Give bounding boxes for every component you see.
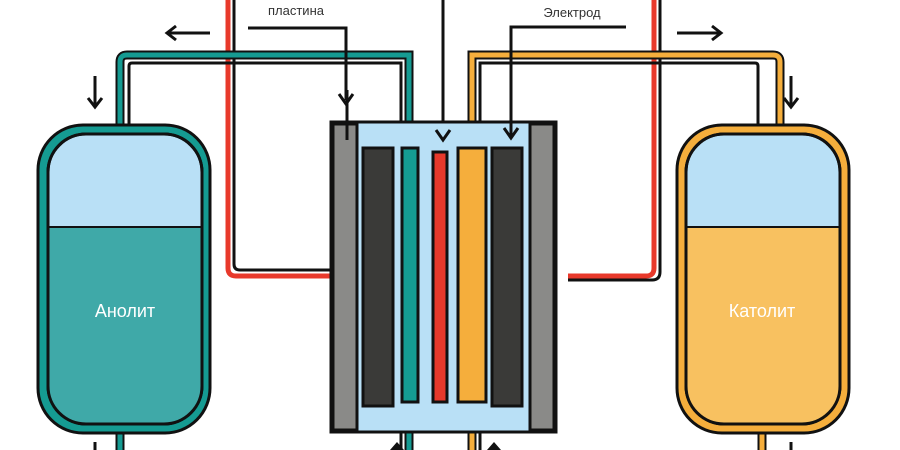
cell-stack — [329, 90, 558, 434]
catholyte-liquid — [686, 227, 840, 424]
catholyte-pipe — [467, 50, 785, 450]
anode-felt — [400, 146, 420, 404]
cathode-felt — [456, 146, 488, 404]
flow-left-arrow — [164, 24, 210, 42]
membrane — [431, 150, 449, 404]
label-leaders — [248, 25, 626, 143]
anolyte-pipe — [115, 50, 414, 450]
catholyte-in-arrow — [782, 76, 800, 110]
anolyte-label: Анолит — [95, 301, 155, 321]
catholyte-label: Католит — [729, 301, 796, 321]
external-circuit-wire — [225, 0, 662, 282]
end-plate-left — [331, 122, 359, 432]
flow-right-arrow — [677, 24, 724, 42]
electrode-label: Электрод — [543, 5, 601, 20]
plate-label: пластина — [268, 3, 325, 18]
electrode-right — [490, 146, 524, 408]
bottom-arrows — [93, 442, 793, 450]
electrode-left — [361, 146, 395, 408]
end-plate-right — [528, 122, 556, 432]
anolyte-in-arrow — [86, 76, 104, 110]
catholyte-tank — [675, 123, 851, 435]
anolyte-tank — [36, 123, 212, 435]
anolyte-liquid — [48, 227, 202, 424]
